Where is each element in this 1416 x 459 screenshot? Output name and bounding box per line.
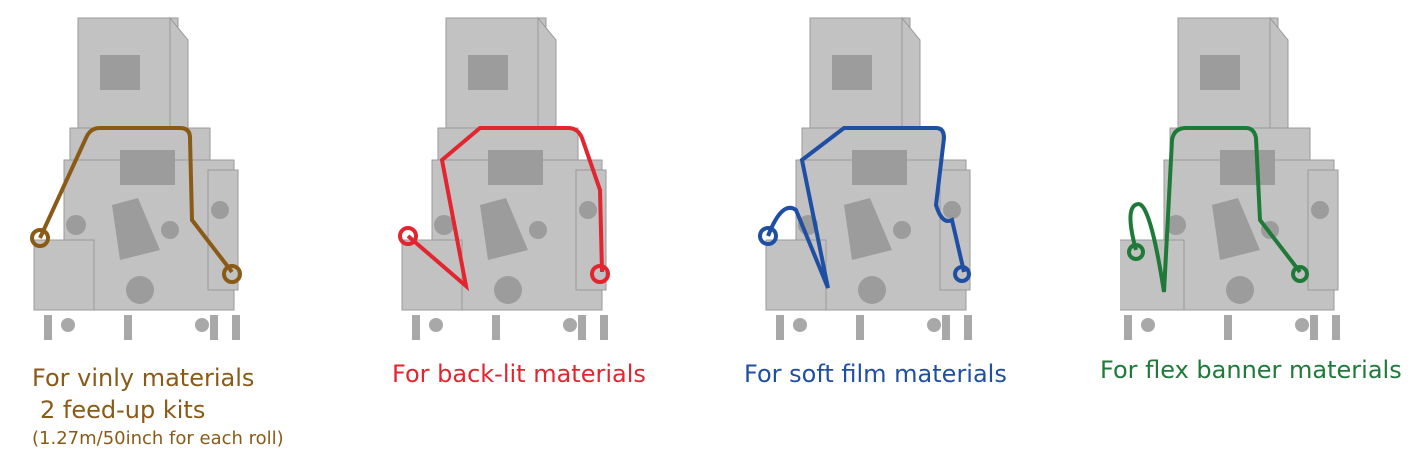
caption-vinyl: For vinly materials — [32, 364, 255, 392]
panel-softfilm — [752, 0, 992, 459]
media-path-vinyl — [38, 126, 234, 274]
roll-left-icon — [30, 228, 50, 248]
caption-vinyl-sub: 2 feed-up kits — [40, 396, 206, 424]
roll-left-icon — [758, 226, 778, 246]
roll-right-icon — [222, 264, 242, 284]
roll-right-icon — [953, 265, 971, 283]
media-path-softfilm — [766, 126, 966, 289]
machine-illustration — [398, 16, 610, 340]
machine-illustration — [30, 16, 242, 340]
machine-illustration — [758, 16, 972, 340]
roll-right-icon — [1291, 265, 1309, 283]
roll-right-icon — [590, 264, 610, 284]
caption-backlit: For back-lit materials — [392, 360, 646, 388]
media-path-backlit — [406, 126, 604, 292]
machine-illustration — [1120, 16, 1340, 340]
roll-left-icon — [1127, 243, 1145, 261]
panel-backlit — [388, 0, 628, 459]
media-path-flex — [1128, 126, 1302, 293]
panel-vinyl — [20, 0, 260, 459]
caption-vinyl-note: (1.27m/50inch for each roll) — [32, 428, 284, 449]
caption-softfilm: For soft film materials — [744, 360, 1007, 388]
panel-flex — [1120, 0, 1360, 459]
roll-left-icon — [398, 226, 418, 246]
caption-flex: For flex banner materials — [1100, 356, 1402, 384]
